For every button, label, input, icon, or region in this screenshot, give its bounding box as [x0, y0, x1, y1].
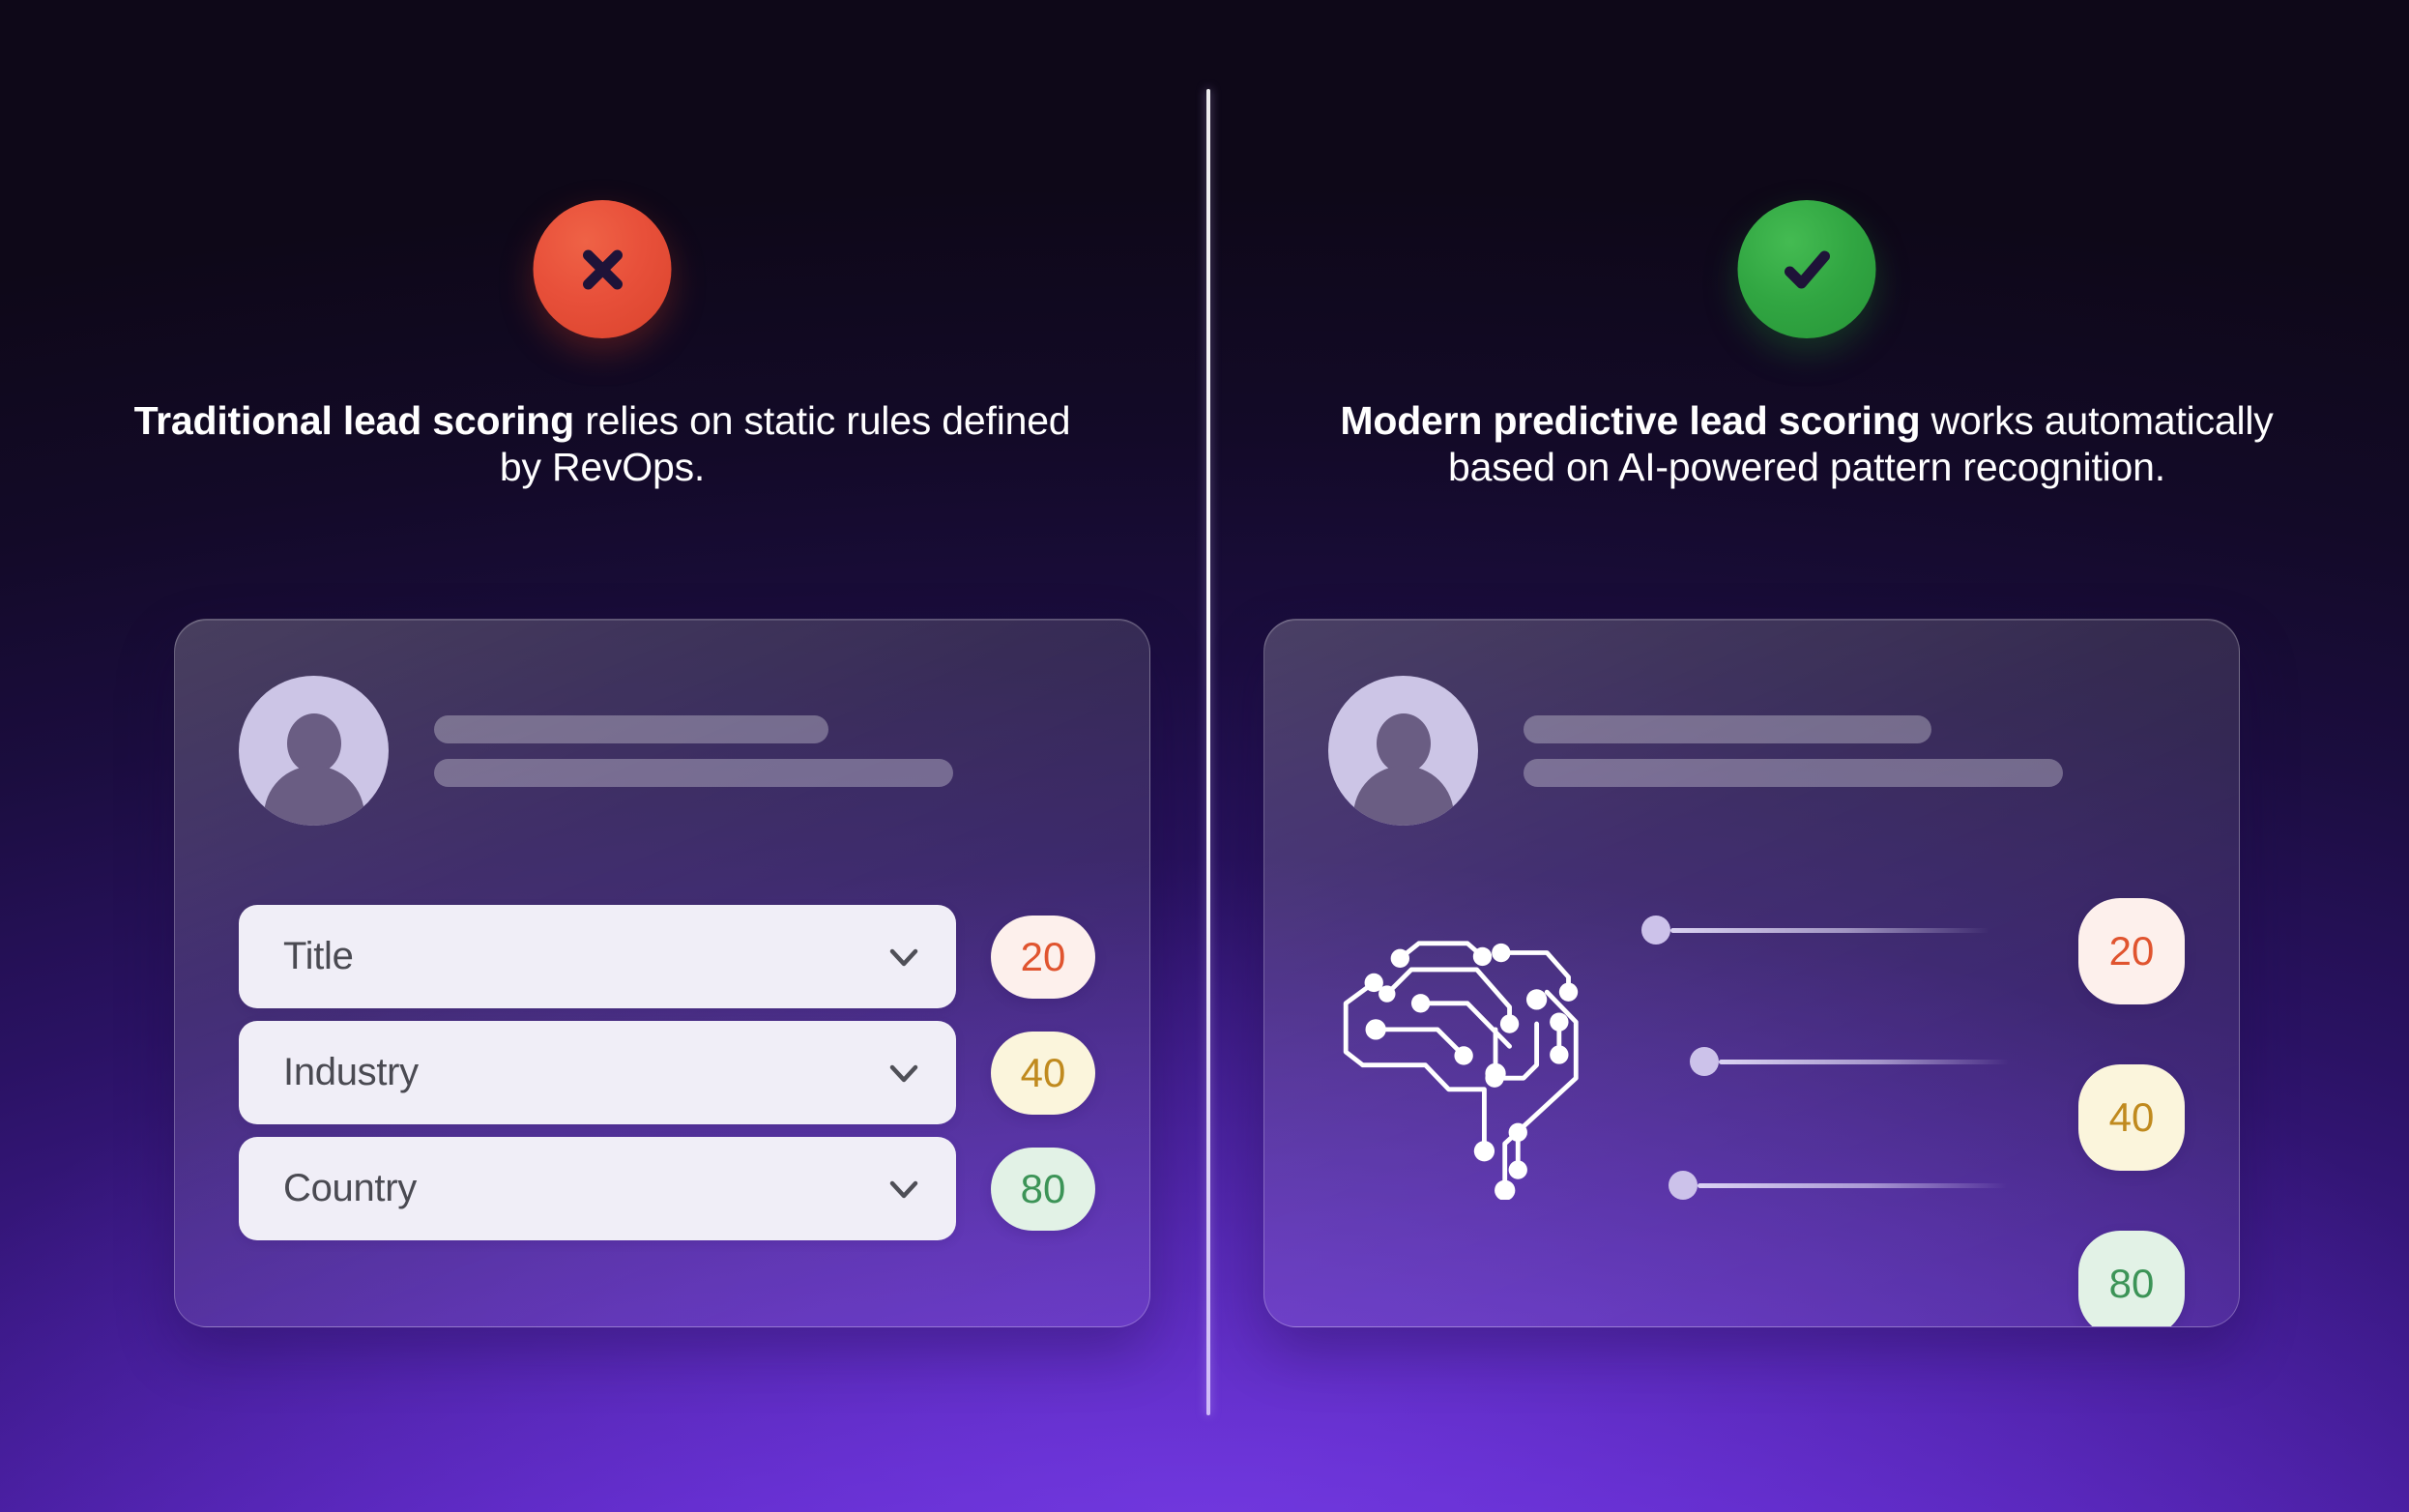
score-badge: 80: [2078, 1231, 2185, 1326]
skeleton-placeholder-group: [1524, 714, 2181, 787]
connector-line: [1641, 914, 1989, 946]
dropdown-label: Industry: [283, 1051, 419, 1093]
predicted-score-badges: 20 40 80: [2078, 898, 2185, 1326]
skeleton-bar: [1524, 758, 2063, 787]
score-badge: 20: [2078, 898, 2185, 1004]
panel-heading-traditional: Traditional lead scoring relies on stati…: [0, 398, 1204, 491]
skeleton-bar: [434, 714, 828, 743]
connector-dot: [1669, 1171, 1698, 1200]
scoring-rule-row: Industry 40: [239, 1021, 1095, 1124]
score-badge: 40: [2078, 1064, 2185, 1171]
chevron-down-icon[interactable]: [883, 1168, 925, 1210]
chevron-down-icon[interactable]: [883, 1052, 925, 1094]
scoring-rule-row: Title 20: [239, 905, 1095, 1008]
card-header: [239, 676, 1091, 826]
avatar: [239, 676, 389, 826]
dropdown-label: Country: [283, 1167, 417, 1209]
panel-heading-modern: Modern predictive lead scoring works aut…: [1204, 398, 2409, 491]
skeleton-bar: [434, 758, 954, 787]
avatar: [1328, 676, 1478, 826]
ai-brain-circuit-icon: [1318, 910, 1617, 1200]
chevron-down-icon[interactable]: [883, 936, 925, 978]
dropdown-industry[interactable]: Industry: [239, 1021, 956, 1124]
modern-scoring-card: 20 40 80: [1263, 619, 2240, 1327]
panel-modern: Modern predictive lead scoring works aut…: [1204, 0, 2409, 1512]
avatar-head-shape: [286, 712, 341, 773]
heading-bold-traditional: Traditional lead scoring: [133, 398, 575, 443]
card-header: [1328, 676, 2181, 826]
skeleton-bar: [1524, 714, 1931, 743]
connector-track: [1719, 1059, 2009, 1064]
heading-bold-modern: Modern predictive lead scoring: [1340, 398, 1921, 443]
avatar-head-shape: [1376, 712, 1431, 773]
connector-dot: [1690, 1047, 1719, 1076]
score-badge: 40: [991, 1031, 1095, 1115]
dropdown-country[interactable]: Country: [239, 1137, 956, 1240]
connector-track: [1670, 927, 1989, 933]
scoring-rule-row: Country 80: [239, 1137, 1095, 1240]
score-badge: 80: [991, 1147, 1095, 1231]
connector-line: [1669, 1169, 2007, 1202]
connector-line: [1690, 1045, 2009, 1078]
skeleton-placeholder-group: [434, 714, 1091, 787]
avatar-body-shape: [1352, 766, 1454, 826]
scoring-rule-rows: Title 20 Industry: [239, 905, 1095, 1240]
cross-icon: [533, 200, 672, 338]
check-icon: [1737, 200, 1876, 338]
connector-track: [1698, 1182, 2007, 1188]
vertical-divider: [1206, 89, 1210, 1415]
avatar-body-shape: [263, 766, 364, 826]
connector-dot: [1641, 916, 1670, 945]
panel-traditional: Traditional lead scoring relies on stati…: [0, 0, 1204, 1512]
dropdown-title[interactable]: Title: [239, 905, 956, 1008]
score-badge: 20: [991, 915, 1095, 999]
traditional-scoring-card: Title 20 Industry: [174, 619, 1150, 1327]
dropdown-label: Title: [283, 935, 354, 977]
heading-rest-traditional: relies on static rules defined by RevOps…: [499, 398, 1071, 489]
ai-connector-lines: [1641, 910, 2185, 1200]
heading-rest-modern: works automatically based on AI-powered …: [1448, 398, 2274, 489]
